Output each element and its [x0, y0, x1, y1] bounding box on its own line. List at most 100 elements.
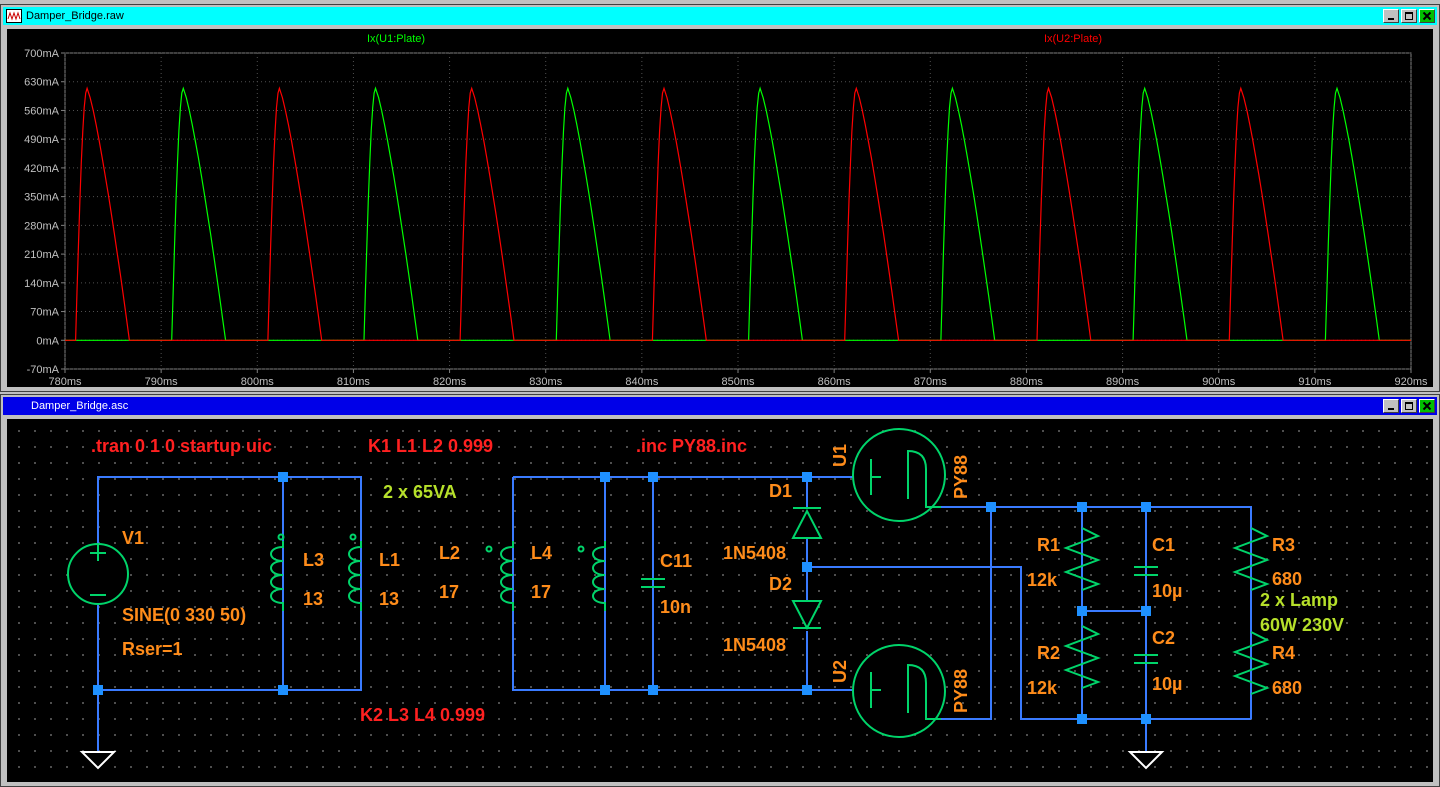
- plot-window[interactable]: Damper_Bridge.raw Ix(U1:Plate) Ix(U2:Pla…: [0, 4, 1440, 392]
- c1-value[interactable]: 10µ: [1152, 581, 1182, 601]
- resistor-r1[interactable]: [1063, 527, 1101, 591]
- y-tick-label: 560mA: [24, 105, 60, 117]
- x-tick-label: 830ms: [529, 376, 563, 387]
- y-tick-label: 70mA: [30, 307, 59, 319]
- maximize-button[interactable]: [1401, 9, 1417, 23]
- x-tick-label: 790ms: [145, 376, 179, 387]
- l3-value[interactable]: 13: [303, 589, 323, 609]
- l1-value[interactable]: 13: [379, 589, 399, 609]
- voltage-source-v1[interactable]: [67, 543, 129, 605]
- l2-name[interactable]: L2: [439, 543, 460, 563]
- r2-name[interactable]: R2: [1037, 643, 1060, 663]
- close-button[interactable]: [1419, 9, 1435, 23]
- d1-name[interactable]: D1: [769, 481, 792, 501]
- ground-icon[interactable]: [79, 751, 117, 770]
- v1-name[interactable]: V1: [122, 528, 144, 548]
- minimize-icon: [1388, 408, 1394, 410]
- u2-name[interactable]: U2: [830, 660, 850, 683]
- inductor-l4[interactable]: [592, 541, 606, 611]
- l2-value[interactable]: 17: [439, 582, 459, 602]
- x-tick-label: 820ms: [433, 376, 467, 387]
- schematic-window[interactable]: Damper_Bridge.asc: [0, 394, 1440, 787]
- maximize-icon: [1405, 402, 1413, 410]
- inductor-l2[interactable]: [500, 541, 514, 611]
- trace-u2-plate-current[interactable]: [65, 86, 1411, 341]
- k2-directive[interactable]: K2 L3 L4 0.999: [360, 705, 485, 725]
- c2-name[interactable]: C2: [1152, 628, 1175, 648]
- schematic[interactable]: .tran 0 1 0 startup uic K1 L1 L2 0.999 .…: [7, 419, 1433, 782]
- diode-d1[interactable]: [791, 507, 823, 539]
- trace-label-u2[interactable]: Ix(U2:Plate): [1044, 33, 1102, 45]
- v1-value[interactable]: SINE(0 330 50): [122, 605, 246, 625]
- close-button[interactable]: [1419, 399, 1435, 413]
- close-icon: [1422, 401, 1432, 411]
- inductor-l1[interactable]: [348, 541, 362, 611]
- k1-directive[interactable]: K1 L1 L2 0.999: [368, 436, 493, 456]
- d1-value[interactable]: 1N5408: [723, 543, 786, 563]
- v1-rser[interactable]: Rser=1: [122, 639, 183, 659]
- l4-value[interactable]: 17: [531, 582, 551, 602]
- lamp-comment-2[interactable]: 60W 230V: [1260, 615, 1344, 635]
- x-tick-label: 840ms: [625, 376, 659, 387]
- r3-value[interactable]: 680: [1272, 569, 1302, 589]
- plot-window-title: Damper_Bridge.raw: [26, 10, 124, 22]
- x-tick-label: 850ms: [721, 376, 755, 387]
- r3-name[interactable]: R3: [1272, 535, 1295, 555]
- r4-value[interactable]: 680: [1272, 678, 1302, 698]
- maximize-icon: [1405, 12, 1413, 20]
- schematic-canvas[interactable]: .tran 0 1 0 startup uic K1 L1 L2 0.999 .…: [7, 419, 1433, 782]
- capacitor-c2[interactable]: [1134, 654, 1158, 664]
- plot-window-titlebar[interactable]: Damper_Bridge.raw: [3, 7, 1437, 25]
- d2-value[interactable]: 1N5408: [723, 635, 786, 655]
- junctions[interactable]: [93, 472, 1151, 724]
- waveform-plot[interactable]: Ix(U1:Plate) Ix(U2:Plate) 700mA630mA560m…: [7, 29, 1433, 388]
- x-tick-label: 890ms: [1106, 376, 1140, 387]
- capacitor-c11[interactable]: [641, 578, 665, 588]
- tran-directive[interactable]: .tran 0 1 0 startup uic: [91, 436, 272, 456]
- x-tick-label: 860ms: [818, 376, 852, 387]
- lamp-comment-1[interactable]: 2 x Lamp: [1260, 590, 1338, 610]
- schematic-window-titlebar[interactable]: Damper_Bridge.asc: [3, 397, 1437, 415]
- minimize-button[interactable]: [1383, 399, 1399, 413]
- l4-name[interactable]: L4: [531, 543, 552, 563]
- minimize-button[interactable]: [1383, 9, 1399, 23]
- trace-u1-plate-current[interactable]: [65, 86, 1411, 341]
- c11-value[interactable]: 10n: [660, 597, 691, 617]
- tube-u1[interactable]: [852, 428, 946, 522]
- r2-value[interactable]: 12k: [1027, 678, 1058, 698]
- resistor-r2[interactable]: [1063, 625, 1101, 689]
- inductor-l3[interactable]: [270, 541, 284, 611]
- close-icon: [1422, 11, 1432, 21]
- capacitor-c1[interactable]: [1134, 566, 1158, 576]
- y-tick-label: 280mA: [24, 220, 60, 232]
- r1-value[interactable]: 12k: [1027, 570, 1058, 590]
- d2-name[interactable]: D2: [769, 574, 792, 594]
- c2-value[interactable]: 10µ: [1152, 674, 1182, 694]
- x-tick-label: 870ms: [914, 376, 948, 387]
- inc-directive[interactable]: .inc PY88.inc: [636, 436, 747, 456]
- r4-name[interactable]: R4: [1272, 643, 1295, 663]
- y-tick-label: 0mA: [36, 335, 59, 347]
- ground-icon[interactable]: [1127, 751, 1165, 770]
- diode-d2[interactable]: [791, 600, 823, 631]
- resistor-r3[interactable]: [1232, 527, 1270, 591]
- x-tick-label: 910ms: [1298, 376, 1332, 387]
- r1-name[interactable]: R1: [1037, 535, 1060, 555]
- trace-label-u1[interactable]: Ix(U1:Plate): [367, 33, 425, 45]
- u2-value[interactable]: PY88: [951, 669, 971, 713]
- l1-name[interactable]: L1: [379, 550, 400, 570]
- transformer-comment[interactable]: 2 x 65VA: [383, 482, 457, 502]
- u1-value[interactable]: PY88: [951, 455, 971, 499]
- schematic-window-title: Damper_Bridge.asc: [31, 400, 129, 412]
- resistor-r4[interactable]: [1232, 631, 1270, 695]
- tube-u2[interactable]: [852, 644, 946, 738]
- y-tick-label: 490mA: [24, 134, 60, 146]
- c11-name[interactable]: C11: [660, 551, 692, 571]
- u1-name[interactable]: U1: [830, 444, 850, 467]
- maximize-button[interactable]: [1401, 399, 1417, 413]
- c1-name[interactable]: C1: [1152, 535, 1175, 555]
- l3-name[interactable]: L3: [303, 550, 324, 570]
- y-tick-label: 700mA: [24, 48, 60, 60]
- y-tick-label: 350mA: [24, 192, 60, 204]
